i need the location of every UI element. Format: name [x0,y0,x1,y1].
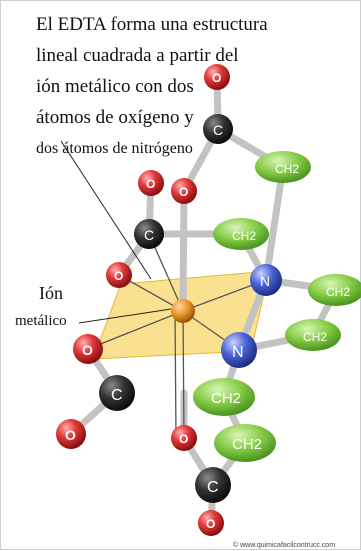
ion-label-line-1: Ión [39,283,63,303]
caption-line-1: El EDTA forma una estructura [36,14,268,35]
caption-line-3: ión metálico con dos [36,76,194,97]
oxygen-atom-7: O [171,425,197,451]
carbon-atom-1: C [203,114,233,144]
methylene-group-3: CH2 [308,274,361,306]
oxygen-atom-8: O [198,510,224,536]
svg-text:O: O [212,71,221,85]
oxygen-atom-6: O [56,419,86,449]
svg-text:CH2: CH2 [211,390,241,407]
caption-line-2: lineal cuadrada a partir del [36,45,239,66]
methylene-group-6: CH2 [214,424,276,462]
oxygen-atom-3: O [171,178,197,204]
svg-text:O: O [206,517,215,531]
svg-text:CH2: CH2 [232,229,256,243]
metal-ion [171,299,195,323]
svg-text:C: C [144,227,154,243]
svg-text:C: C [207,479,219,496]
svg-text:O: O [65,427,76,443]
oxygen-atom-2: O [138,170,164,196]
svg-text:O: O [179,432,188,446]
nitrogen-atom-1: N [250,264,282,296]
oxygen-atom-1: O [204,64,230,90]
methylene-group-1: CH2 [255,151,311,183]
methylene-group-5: CH2 [193,378,255,416]
svg-text:CH2: CH2 [326,285,350,299]
oxygen-atom-4: O [106,262,132,288]
svg-text:O: O [114,269,123,283]
methylene-group-4: CH2 [285,319,341,351]
ion-pointer-line [78,308,172,324]
svg-text:C: C [213,122,223,138]
caption-line-5: dos átomos de nitrógeno [36,140,193,157]
svg-text:C: C [111,387,123,404]
svg-text:N: N [232,344,244,361]
nitrogen-atom-2: N [221,332,257,368]
ion-label-line-2: metálico [15,313,67,329]
caption-line-4: átomos de oxígeno y [36,107,194,128]
svg-text:O: O [179,185,188,199]
svg-text:CH2: CH2 [232,436,262,453]
svg-text:CH2: CH2 [303,330,327,344]
svg-text:CH2: CH2 [275,162,299,176]
carbon-atom-4: C [195,467,231,503]
description-caption: El EDTA forma una estructura lineal cuad… [36,9,356,164]
watermark: © www.quimicafacilcontrucc.com [233,541,335,549]
oxygen-atom-5: O [73,334,103,364]
svg-text:O: O [146,177,155,191]
methylene-group-2: CH2 [213,218,269,250]
carbon-atom-3: C [99,375,135,411]
svg-text:N: N [260,273,270,289]
caption-pointer-line [60,140,152,280]
carbon-atom-2: C [134,219,164,249]
svg-text:O: O [82,342,93,358]
